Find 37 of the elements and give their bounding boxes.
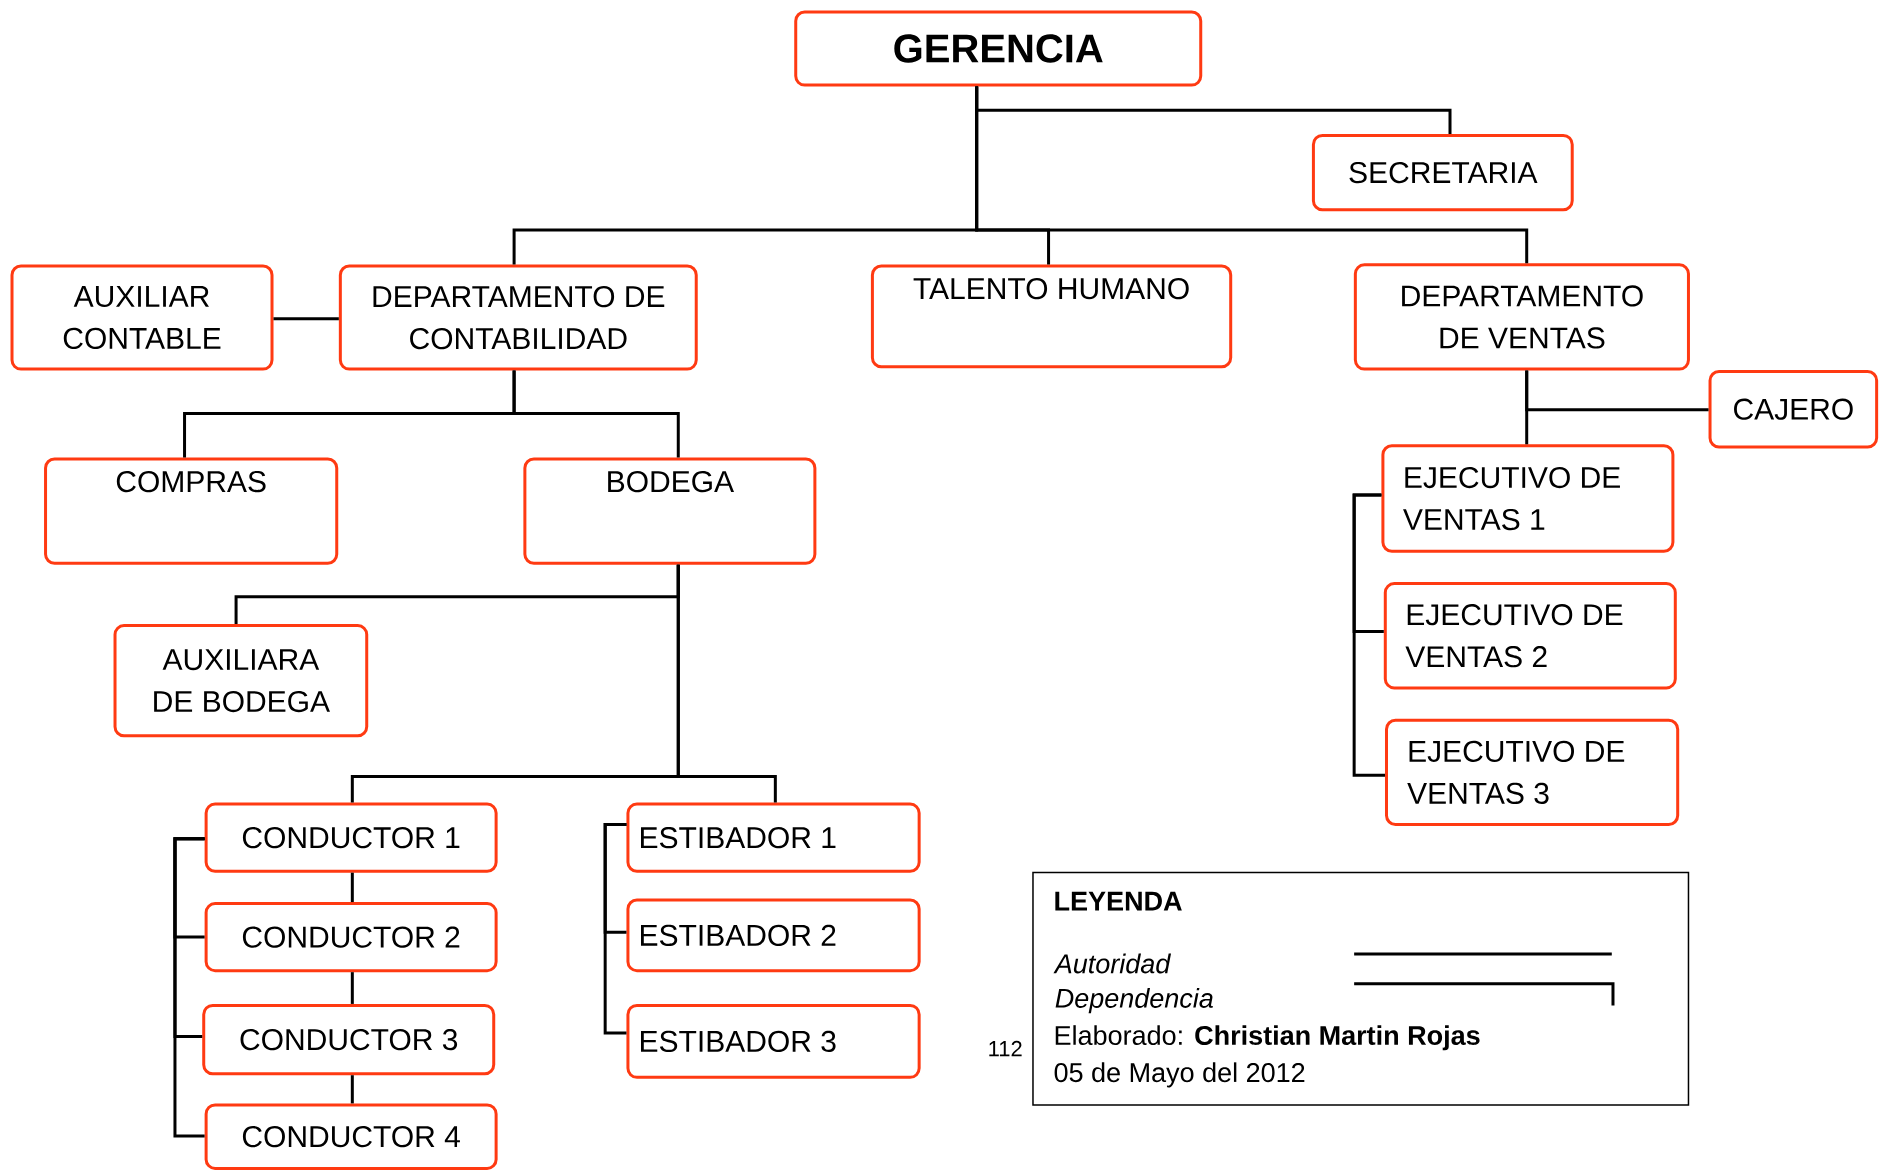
org-box: EJECUTIVO DE VENTAS 1 <box>1381 444 1675 553</box>
org-box: COMPRAS <box>44 457 339 565</box>
connector-line <box>603 822 627 1035</box>
org-box: DEPARTAMENTO DE VENTAS <box>1353 263 1690 371</box>
org-box: ESTIBADOR 1 <box>626 802 921 873</box>
connector-line <box>350 1075 354 1104</box>
org-box: CAJERO <box>1708 370 1879 449</box>
org-box: CONDUCTOR 3 <box>202 1003 496 1076</box>
legend-title: LEYENDA <box>1055 891 1182 911</box>
org-box: CONDUCTOR 2 <box>204 902 498 973</box>
org-box: CONDUCTOR 1 <box>204 802 498 873</box>
connector-line <box>1525 370 1529 445</box>
note-text: 05 de Mayo del 2012 <box>1054 1062 1305 1088</box>
connector-line <box>350 872 354 903</box>
page-number: 112 <box>989 1040 1022 1057</box>
note-text: Elaborado: Christian Martin Rojas <box>1055 1025 1480 1051</box>
org-box: CONDUCTOR 4 <box>204 1103 498 1170</box>
connector-line <box>676 564 777 803</box>
org-box: TALENTO HUMANO <box>870 264 1233 369</box>
org-box: GERENCIA <box>794 10 1203 87</box>
connector-line <box>975 86 1529 264</box>
connector-line <box>273 317 339 321</box>
connector-line <box>512 370 680 458</box>
org-box: DEPARTAMENTO DE CONTABILIDAD <box>338 264 698 371</box>
org-box: EJECUTIVO DE VENTAS 2 <box>1383 582 1677 690</box>
org-box: EJECUTIVO DE VENTAS 3 <box>1385 718 1680 826</box>
org-box: AUXILIARA DE BODEGA <box>113 624 369 738</box>
connector-line <box>1352 493 1385 777</box>
org-box: SECRETARIA <box>1311 133 1574 212</box>
org-box: AUXILIAR CONTABLE <box>10 264 274 371</box>
org-box: BODEGA <box>523 457 817 565</box>
legend-text: Autoridad <box>1053 953 1172 974</box>
connector-line <box>173 837 205 1138</box>
connector-line <box>350 972 354 1004</box>
org-box: ESTIBADOR 3 <box>626 1003 921 1079</box>
legend-text: Dependencia <box>1055 988 1213 1014</box>
org-box: ESTIBADOR 2 <box>626 898 921 973</box>
